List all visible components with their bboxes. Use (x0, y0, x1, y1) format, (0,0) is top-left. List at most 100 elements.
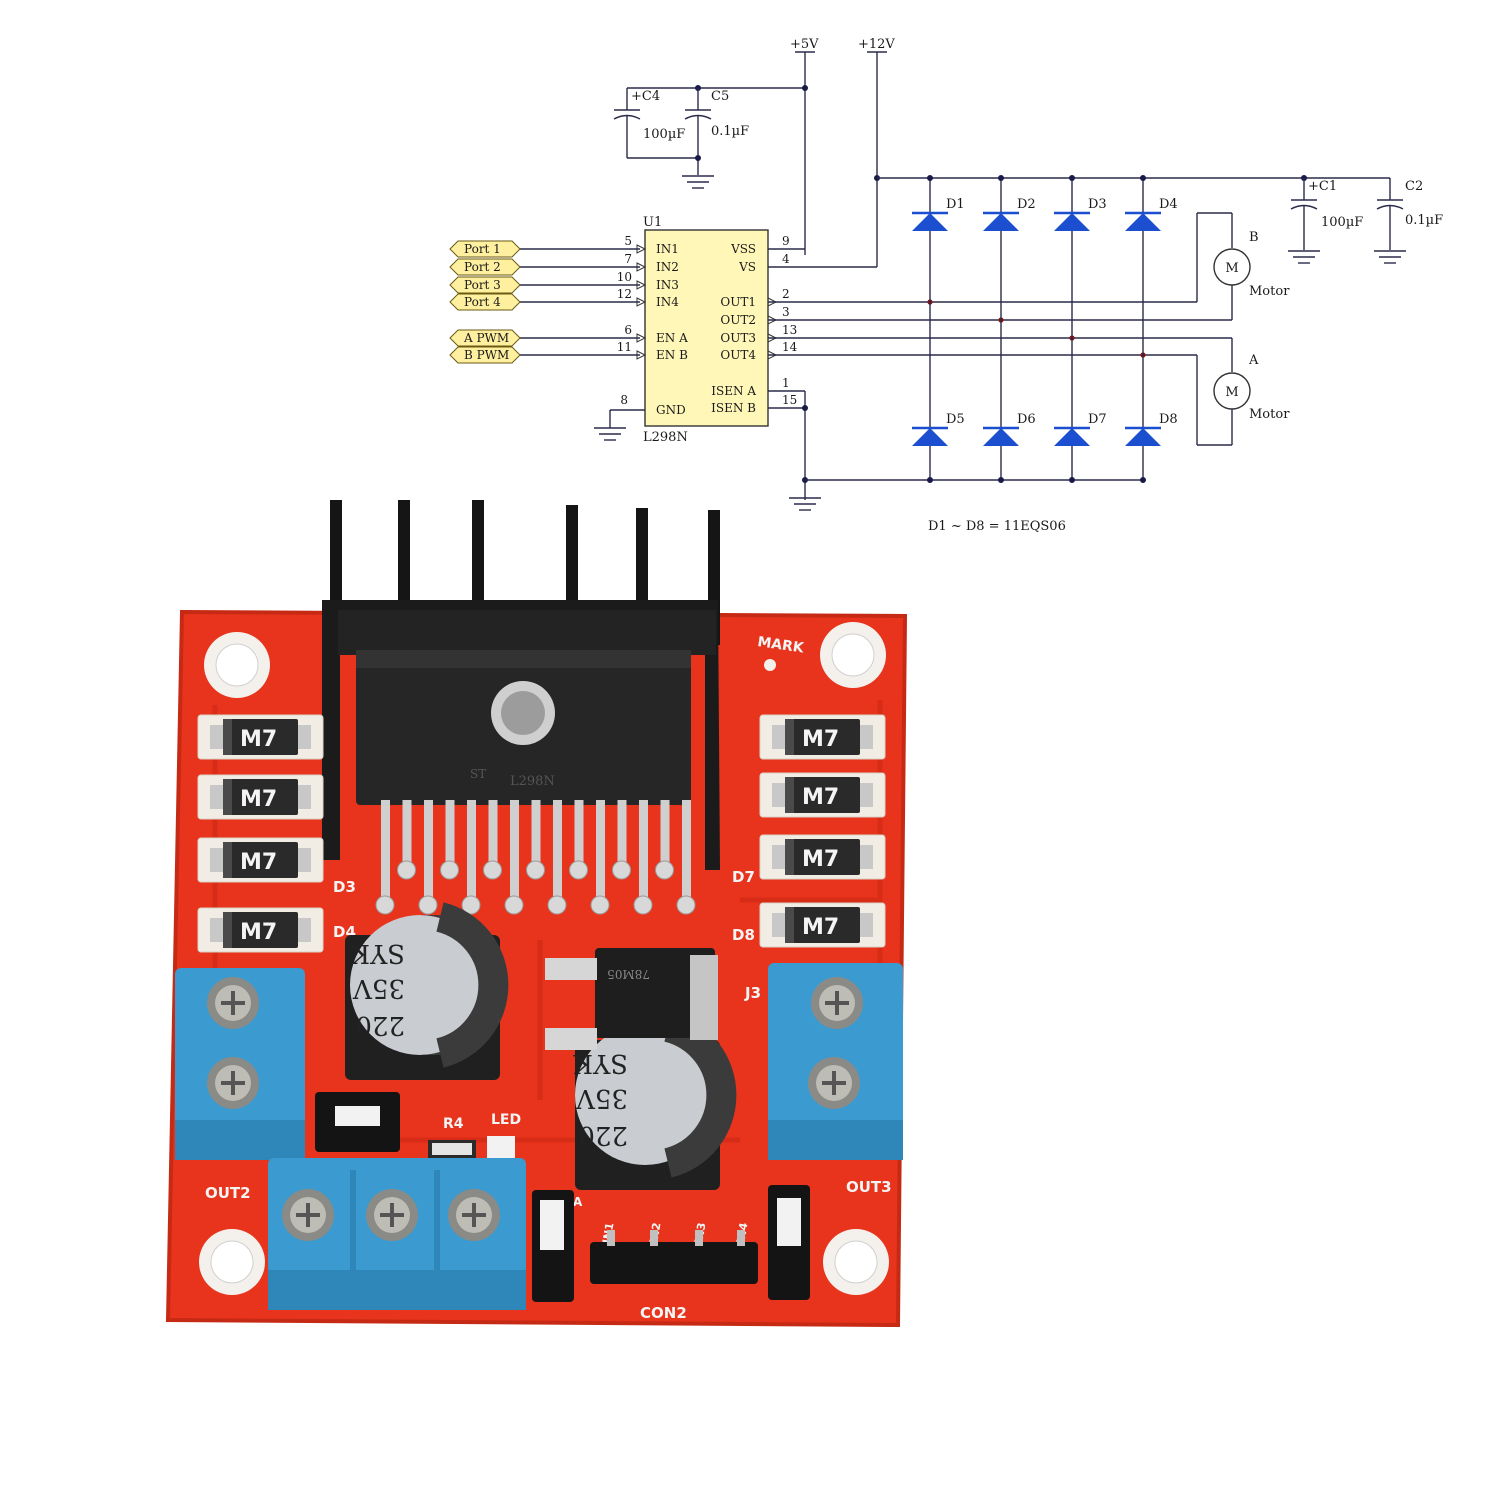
chip-leg (682, 800, 691, 905)
silk-d7: D7 (732, 868, 755, 886)
smd-diode-left-3: M7 (197, 837, 324, 883)
smd-diode-right-3: M7 (759, 834, 886, 880)
jumper-5v-enable (315, 1092, 400, 1152)
port-label: Port 1 (464, 242, 501, 256)
diode-d2: D2 (983, 197, 1036, 231)
solder-pad (569, 860, 588, 880)
ic-pin-num: 3 (782, 305, 790, 319)
port-port-3: Port 3 (449, 276, 647, 294)
diode-d7-label: D7 (1088, 412, 1107, 427)
chip-leg (574, 800, 584, 870)
chip-leg (445, 800, 455, 870)
smd-diode-right-4-marking: M7 (802, 915, 839, 940)
diode-d8: D8 (1125, 412, 1178, 446)
silk-out3: OUT3 (846, 1178, 892, 1196)
motor-a-tag: A (1248, 353, 1259, 368)
terminal-block-right (768, 963, 903, 1160)
solder-pad (547, 895, 567, 915)
ic-pin-num: 6 (624, 323, 632, 337)
silk-r4: R4 (443, 1116, 464, 1132)
diode-d1-label: D1 (946, 197, 965, 212)
motor-a: M A Motor (1196, 338, 1290, 446)
diode-d5: D5 (912, 412, 965, 446)
solder-pad (526, 860, 545, 880)
chip-leg (488, 800, 498, 870)
capacitor-1: SYK 35V 220 (345, 902, 509, 1080)
solder-pad (612, 860, 631, 880)
motor-a-symbol: M (1225, 385, 1238, 400)
ic-pin-en-b: EN B (656, 348, 688, 362)
port-label: Port 3 (464, 278, 501, 292)
ic-pin-num: 10 (617, 270, 632, 284)
jumper-enb (768, 1185, 810, 1300)
solder-pad (676, 895, 696, 915)
port-a-pwm: A PWM (449, 329, 647, 347)
diode-d6: D6 (983, 412, 1036, 446)
ic-pin-vss: VSS (730, 242, 756, 256)
rail-12v: +12V (858, 37, 895, 267)
port-port-4: Port 4 (449, 293, 647, 311)
mounting-holes (199, 622, 889, 1295)
diode-note: D1 ~ D8 = 11EQS06 (928, 519, 1066, 534)
silk-mark: MARK (756, 634, 805, 656)
solder-pad (418, 895, 438, 915)
ground-symbol-c45 (682, 175, 714, 189)
ic-pin-num: 14 (782, 340, 798, 354)
smd-diode-left-4-marking: M7 (240, 920, 277, 945)
motor-a-label: Motor (1249, 407, 1290, 422)
smd-diode-right-3-marking: M7 (802, 847, 839, 872)
solder-pad (504, 895, 524, 915)
ic-ref: U1 (643, 215, 662, 230)
resistor-r4-led (428, 1136, 515, 1158)
ic-pin-num: 13 (782, 323, 797, 337)
diode-d8-label: D8 (1159, 412, 1178, 427)
terminal-block-left (175, 968, 305, 1160)
ic-pin-out2: OUT2 (720, 313, 756, 327)
silk-con2: CON2 (640, 1304, 687, 1322)
c2-ref: C2 (1405, 179, 1423, 194)
voltage-regulator: 78M05 (545, 948, 718, 1050)
smd-diode-right-2-marking: M7 (802, 785, 839, 810)
output-wires (768, 299, 1232, 358)
ic-pin-in4: IN4 (656, 295, 679, 309)
ic-pin-num: 4 (782, 252, 790, 266)
diode-d2-label: D2 (1017, 197, 1036, 212)
cap2-line1: SYK (573, 1048, 628, 1078)
ic-pin-vs: VS (738, 260, 756, 274)
chip-leg (553, 800, 562, 905)
silk-ena: A (573, 1195, 583, 1209)
diode-d6-label: D6 (1017, 412, 1036, 427)
chip-marking: L298N (510, 774, 555, 789)
ic-pin-in1: IN1 (656, 242, 679, 256)
solder-pad (633, 895, 653, 915)
cap1-line2: 35V (352, 973, 405, 1003)
ic-pin-isen-b: ISEN B (711, 401, 756, 415)
jumper-ena (532, 1190, 574, 1302)
diode-d3: D3 (1054, 197, 1107, 231)
ic-pin-num: 7 (624, 252, 632, 266)
cap-c4-c5-group: +C4 100µF C5 0.1µF (613, 85, 808, 189)
chip-leg (660, 800, 670, 870)
ic-pin-in2: IN2 (656, 260, 679, 274)
header-con2 (590, 1230, 758, 1284)
diode-d7: D7 (1054, 412, 1107, 446)
c2-value: 0.1µF (1405, 213, 1443, 228)
chip-legs (375, 800, 696, 915)
ic-pin-num: 5 (624, 234, 632, 248)
port-label: Port 2 (464, 260, 501, 274)
diode-d1: D1 (912, 197, 965, 231)
chip-leg (596, 800, 605, 905)
schematic-diagram: +5V +12V +C4 (449, 37, 1443, 534)
cap2-line3: 220 (578, 1120, 628, 1150)
smd-diode-left-1: M7 (197, 714, 324, 760)
mark-dot (764, 659, 776, 671)
port-label: A PWM (463, 331, 509, 345)
port-port-2: Port 2 (449, 258, 647, 276)
smd-diode-right-1: M7 (759, 714, 886, 760)
chip-leg (424, 800, 433, 905)
c4-ref: +C4 (631, 89, 660, 104)
cap2-line2: 35V (575, 1083, 628, 1113)
